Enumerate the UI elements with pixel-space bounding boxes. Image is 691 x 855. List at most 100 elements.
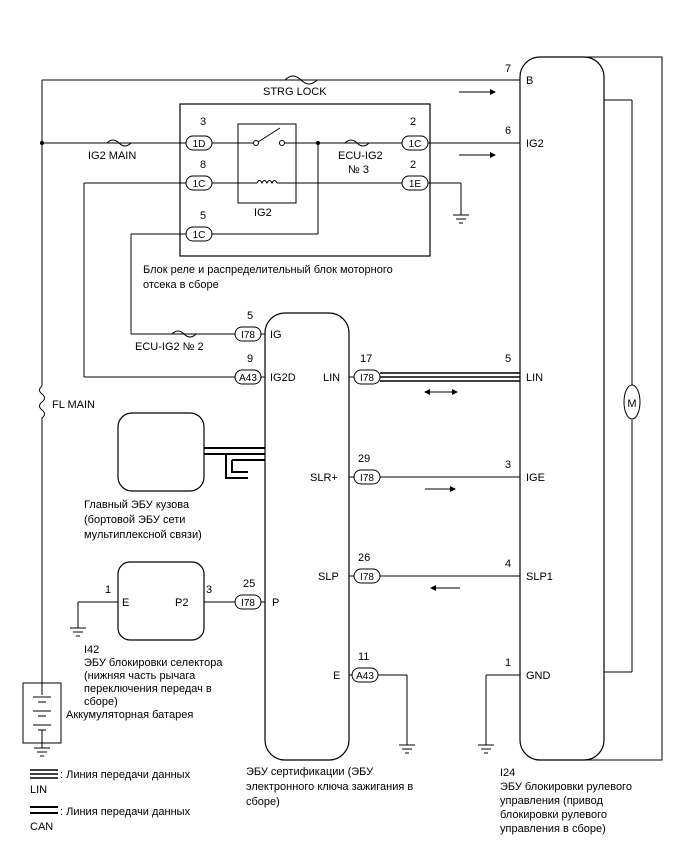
body-ecu-caption-1: Главный ЭБУ кузова	[84, 499, 190, 511]
steering-ecu-caption-3: блокировки рулевого	[500, 809, 607, 821]
battery-symbol	[33, 696, 51, 731]
connector-1c-bottom-label: 1C	[193, 230, 206, 241]
pin-17: 17	[360, 353, 372, 365]
main-body-ecu-block	[117, 412, 205, 492]
terminal-ig: IG	[270, 329, 282, 341]
bidirectional-arrow	[424, 389, 458, 395]
steering-ecu-caption-2: управления (привод	[500, 795, 604, 807]
pin-11: 11	[358, 651, 369, 663]
battery-caption: Аккумуляторная батарея	[66, 709, 193, 721]
legend-can-text-2: CAN	[30, 821, 53, 833]
pin-29: 29	[358, 453, 370, 465]
motor-label: M	[627, 398, 636, 410]
connector-i78-lin	[353, 369, 381, 385]
terminal-slp1: SLP1	[526, 571, 553, 583]
arrow-right	[490, 89, 496, 95]
legend-can-text-1: : Линия передачи данных	[60, 806, 191, 818]
relay-block	[179, 103, 431, 257]
pin-25: 25	[243, 578, 255, 590]
strg-lock-fuse	[284, 75, 318, 85]
terminal-sel-e: E	[122, 597, 129, 609]
steering-lock-frame	[567, 56, 663, 761]
cert-ecu-caption-1: ЭБУ сертификации (ЭБУ	[246, 766, 374, 778]
pin-1-gnd: 1	[505, 657, 511, 669]
ground-symbol	[34, 747, 50, 757]
legend-can-symbol	[30, 806, 58, 814]
terminal-slr-plus: SLR+	[310, 472, 338, 484]
legend-lin-symbol	[30, 769, 58, 779]
pin-4: 4	[505, 558, 511, 570]
pin-3-ige: 3	[505, 459, 511, 471]
ground-symbol	[478, 744, 494, 754]
selector-ecu-caption-4: сборе)	[84, 696, 118, 708]
terminal-b: B	[526, 75, 533, 87]
motor-symbol	[623, 384, 641, 420]
terminal-sel-p2: P2	[175, 597, 188, 609]
relay-block-caption-1: Блок реле и распределительный блок мотор…	[143, 264, 393, 276]
ig2-relay	[237, 123, 297, 204]
pin-1-sel: 1	[105, 584, 111, 596]
terminal-ig2d: IG2D	[270, 372, 296, 384]
pin-8: 8	[200, 159, 206, 171]
pin-5-relay: 5	[200, 210, 206, 222]
ecu-ig2-2-label: ECU-IG2 № 2	[135, 341, 204, 353]
connector-1d-label: 1D	[193, 139, 206, 150]
pin-6: 6	[505, 125, 511, 137]
lin-bus-line	[380, 372, 520, 382]
body-ecu-caption-3: мультиплексной связи)	[84, 529, 202, 541]
connector-i78-p-label: I78	[241, 598, 255, 609]
pin-3: 3	[200, 116, 206, 128]
pin-5-lin: 5	[505, 353, 511, 365]
strg-lock-label: STRG LOCK	[263, 86, 327, 98]
connector-a43-e-label: A43	[356, 671, 374, 682]
cert-ecu-caption-2: электронного ключа зажигания в	[246, 781, 413, 793]
steering-lock-ecu-block	[519, 56, 605, 761]
connector-1c-coil-label: 1C	[193, 179, 206, 190]
pin-26: 26	[358, 552, 370, 564]
body-ecu-caption-2: (бортовой ЭБУ сети	[84, 514, 185, 526]
connector-i78-lin-label: I78	[360, 373, 374, 384]
steering-ecu-code: I24	[500, 767, 515, 779]
cert-ecu-caption-3: сборе)	[246, 796, 280, 808]
terminal-slp: SLP	[318, 571, 339, 583]
terminal-cert-lin: LIN	[323, 372, 340, 384]
steering-ecu-caption-4: управления в сборе)	[500, 823, 606, 835]
selector-ecu-caption-1: ЭБУ блокировки селектора	[84, 657, 223, 669]
selector-ecu-code: I42	[84, 644, 99, 656]
legend-lin-text-1: : Линия передачи данных	[60, 769, 191, 781]
selector-lock-ecu-block	[117, 561, 205, 641]
connector-a43-ig2d-label: A43	[239, 373, 257, 384]
terminal-ig2: IG2	[526, 138, 544, 150]
ig2-main-label: IG2 MAIN	[88, 150, 136, 162]
pin-3-sel: 3	[206, 584, 212, 596]
ecu-ig2-3-fuse	[344, 139, 370, 147]
terminal-gnd: GND	[526, 670, 551, 682]
pin-5-ig: 5	[247, 310, 253, 322]
pin-9: 9	[247, 353, 253, 365]
ground-symbol	[453, 214, 469, 224]
pin-2-coil: 2	[410, 159, 416, 171]
connector-i78-slr-label: I78	[360, 473, 374, 484]
pin-7: 7	[505, 63, 511, 75]
ground-symbol	[399, 744, 415, 754]
terminal-e: E	[333, 670, 340, 682]
can-bus-line	[204, 447, 265, 479]
selector-ecu-caption-3: переключения передач в	[84, 683, 212, 695]
terminal-lin: LIN	[526, 372, 543, 384]
terminal-p: P	[272, 597, 279, 609]
pin-2-top: 2	[410, 116, 416, 128]
selector-ecu-caption-2: (нижняя часть рычага	[84, 670, 196, 682]
certification-ecu-block	[264, 312, 350, 761]
connector-1e-label: 1E	[409, 179, 422, 190]
ground-symbol	[70, 627, 86, 637]
relay-block-caption-2: отсека в сборе	[143, 279, 219, 291]
legend-lin-text-2: LIN	[30, 784, 47, 796]
ecu-ig2-3-label-no: № 3	[348, 164, 369, 176]
connector-i78-slp-label: I78	[360, 572, 374, 583]
ecu-ig2-2-fuse	[171, 330, 197, 338]
relay-coil	[256, 180, 278, 185]
ecu-ig2-3-label: ECU-IG2	[338, 150, 383, 162]
connector-1c-right-label: 1C	[409, 139, 422, 150]
fl-main-fusible-link	[39, 385, 45, 420]
